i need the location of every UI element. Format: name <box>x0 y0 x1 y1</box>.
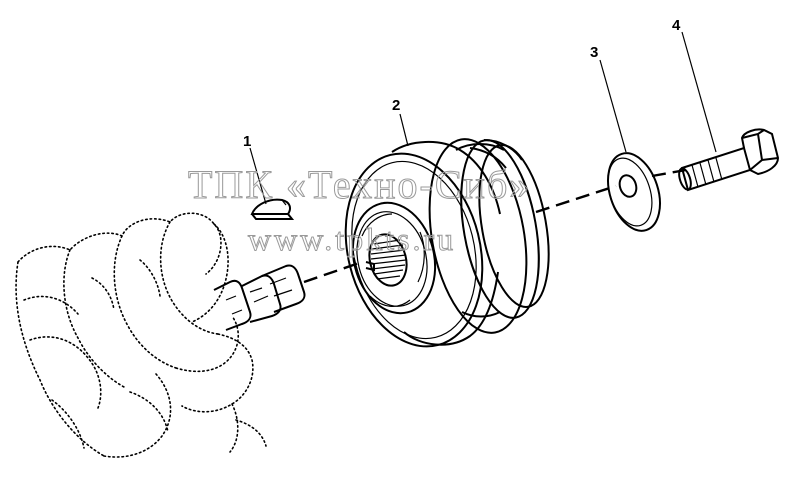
washer <box>607 152 661 232</box>
hub-bore-hatch <box>370 239 407 280</box>
leader-lines <box>249 31 717 205</box>
bolt <box>678 128 780 192</box>
crankshaft-ghost <box>15 212 267 458</box>
assembly-axis-left <box>303 260 363 284</box>
crankshaft-key <box>250 198 295 220</box>
watermark-url: www.tpkts.ru <box>248 221 456 257</box>
assembly-axis-far <box>651 168 687 178</box>
callout-1-label: 1 <box>243 133 251 150</box>
watermark-company: ТПК «Техно-Сиб» <box>188 162 531 207</box>
assembly-axis-right <box>535 184 617 214</box>
crankshaft-nose <box>213 264 306 331</box>
callout-2-label: 2 <box>392 97 400 114</box>
crankshaft-balancer <box>344 138 550 348</box>
callout-4-label: 4 <box>672 17 681 34</box>
callout-3-label: 3 <box>590 44 598 61</box>
